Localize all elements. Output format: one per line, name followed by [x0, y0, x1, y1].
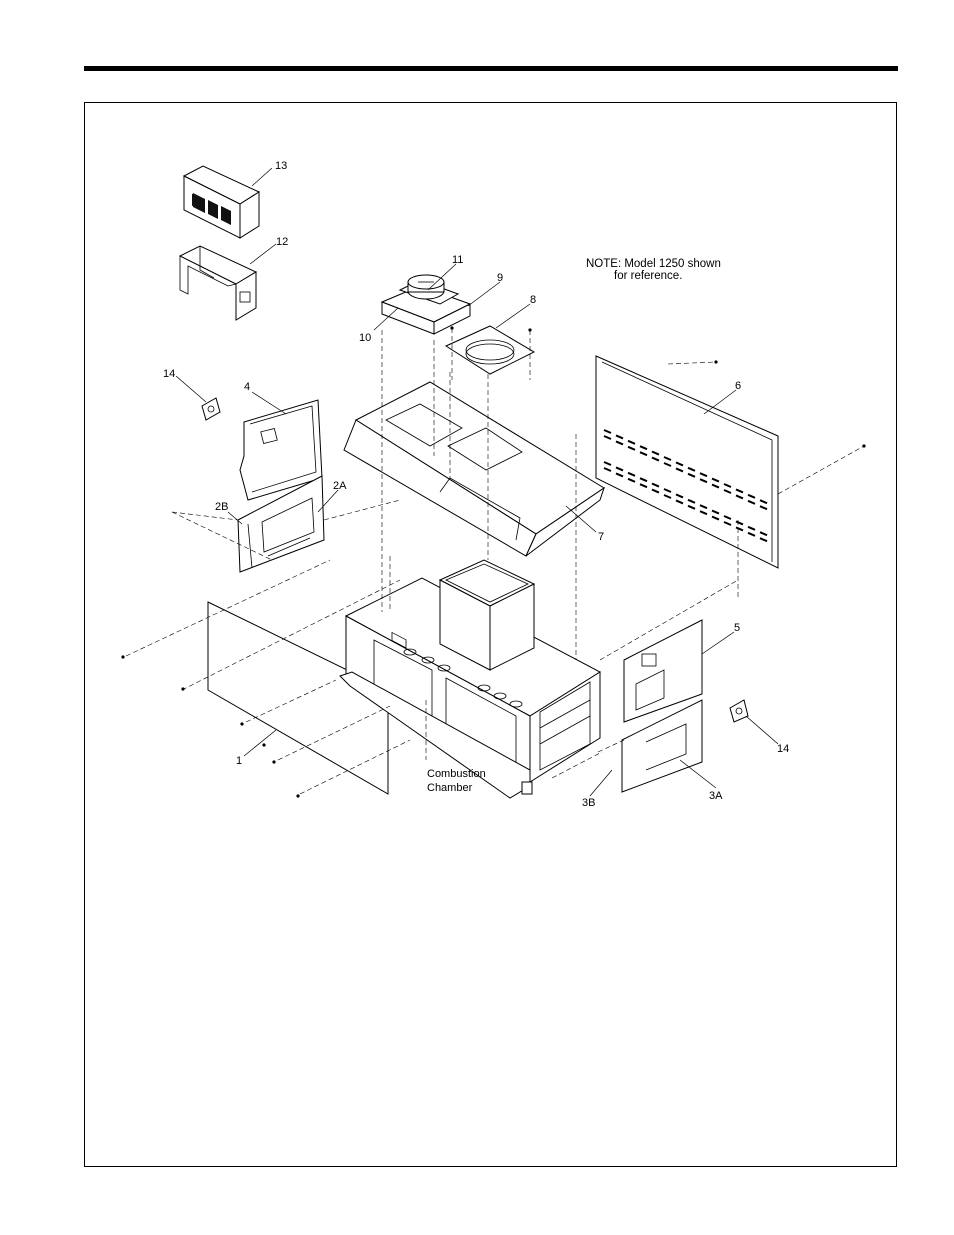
callout-2b: 2B — [215, 501, 228, 513]
part-8-flue-ring — [446, 326, 534, 374]
chamber-label-line1: Combustion — [427, 768, 486, 780]
note-line2: for reference. — [614, 270, 682, 282]
part-7-top-panel — [344, 382, 604, 556]
callout-12: 12 — [276, 236, 288, 248]
callout-14-right: 14 — [777, 743, 789, 755]
callout-10: 10 — [359, 332, 371, 344]
callout-13: 13 — [275, 160, 287, 172]
callout-11: 11 — [452, 254, 463, 266]
callout-5: 5 — [734, 622, 740, 634]
callout-14-left: 14 — [163, 368, 175, 380]
note-line1: NOTE: Model 1250 shown — [586, 258, 721, 270]
callout-4: 4 — [244, 381, 250, 393]
callout-3b: 3B — [582, 797, 595, 809]
callout-2a: 2A — [333, 480, 347, 492]
part-12-housing — [180, 246, 256, 320]
chamber-label-line2: Chamber — [427, 782, 473, 794]
reference-note: NOTE: Model 1250 shown for reference. — [586, 258, 721, 282]
callout-8: 8 — [530, 294, 536, 306]
callout-7: 7 — [598, 531, 604, 543]
callout-3a: 3A — [709, 790, 723, 802]
part-6-back-panel — [596, 356, 778, 568]
callout-1: 1 — [236, 755, 242, 767]
callout-9: 9 — [497, 272, 503, 284]
part-14-plate-right — [730, 700, 748, 722]
callout-6: 6 — [735, 380, 741, 392]
part-13-louvered-cover — [184, 166, 259, 238]
part-9-10-11-flue-box — [382, 275, 470, 334]
